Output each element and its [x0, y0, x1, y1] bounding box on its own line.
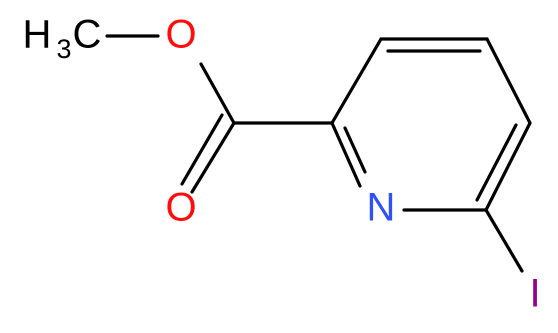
bond-ring-c2-c3 — [330, 37, 383, 125]
methyl-subscript-label: 3 — [56, 34, 71, 64]
bond-ring-c4-c5 — [485, 37, 532, 125]
bond-ring-n-c2-inner — [343, 126, 367, 174]
carbonyl-oxygen-label: O — [165, 186, 196, 230]
methyl-carbon-label: C — [73, 13, 102, 57]
bond-ring-c5-c6 — [484, 121, 532, 212]
bond-ring-c6-iodine — [484, 208, 524, 273]
ester-oxygen-label: O — [165, 13, 196, 57]
bond-carbonyl-double-a — [190, 121, 236, 194]
atom-labels: H 3 C O O N I — [23, 13, 541, 316]
methyl-hydrogen-label: H — [23, 13, 52, 57]
bond-ring-n-c2 — [330, 121, 362, 188]
iodine-label: I — [529, 272, 540, 316]
bonds — [105, 34, 532, 273]
ring-nitrogen-label: N — [367, 186, 396, 230]
bond-ring-c5-c6-inner — [475, 123, 518, 202]
bond-ester-oxygen-carbonyl-carbon — [199, 62, 236, 125]
bond-carbonyl-double-b — [180, 113, 224, 186]
